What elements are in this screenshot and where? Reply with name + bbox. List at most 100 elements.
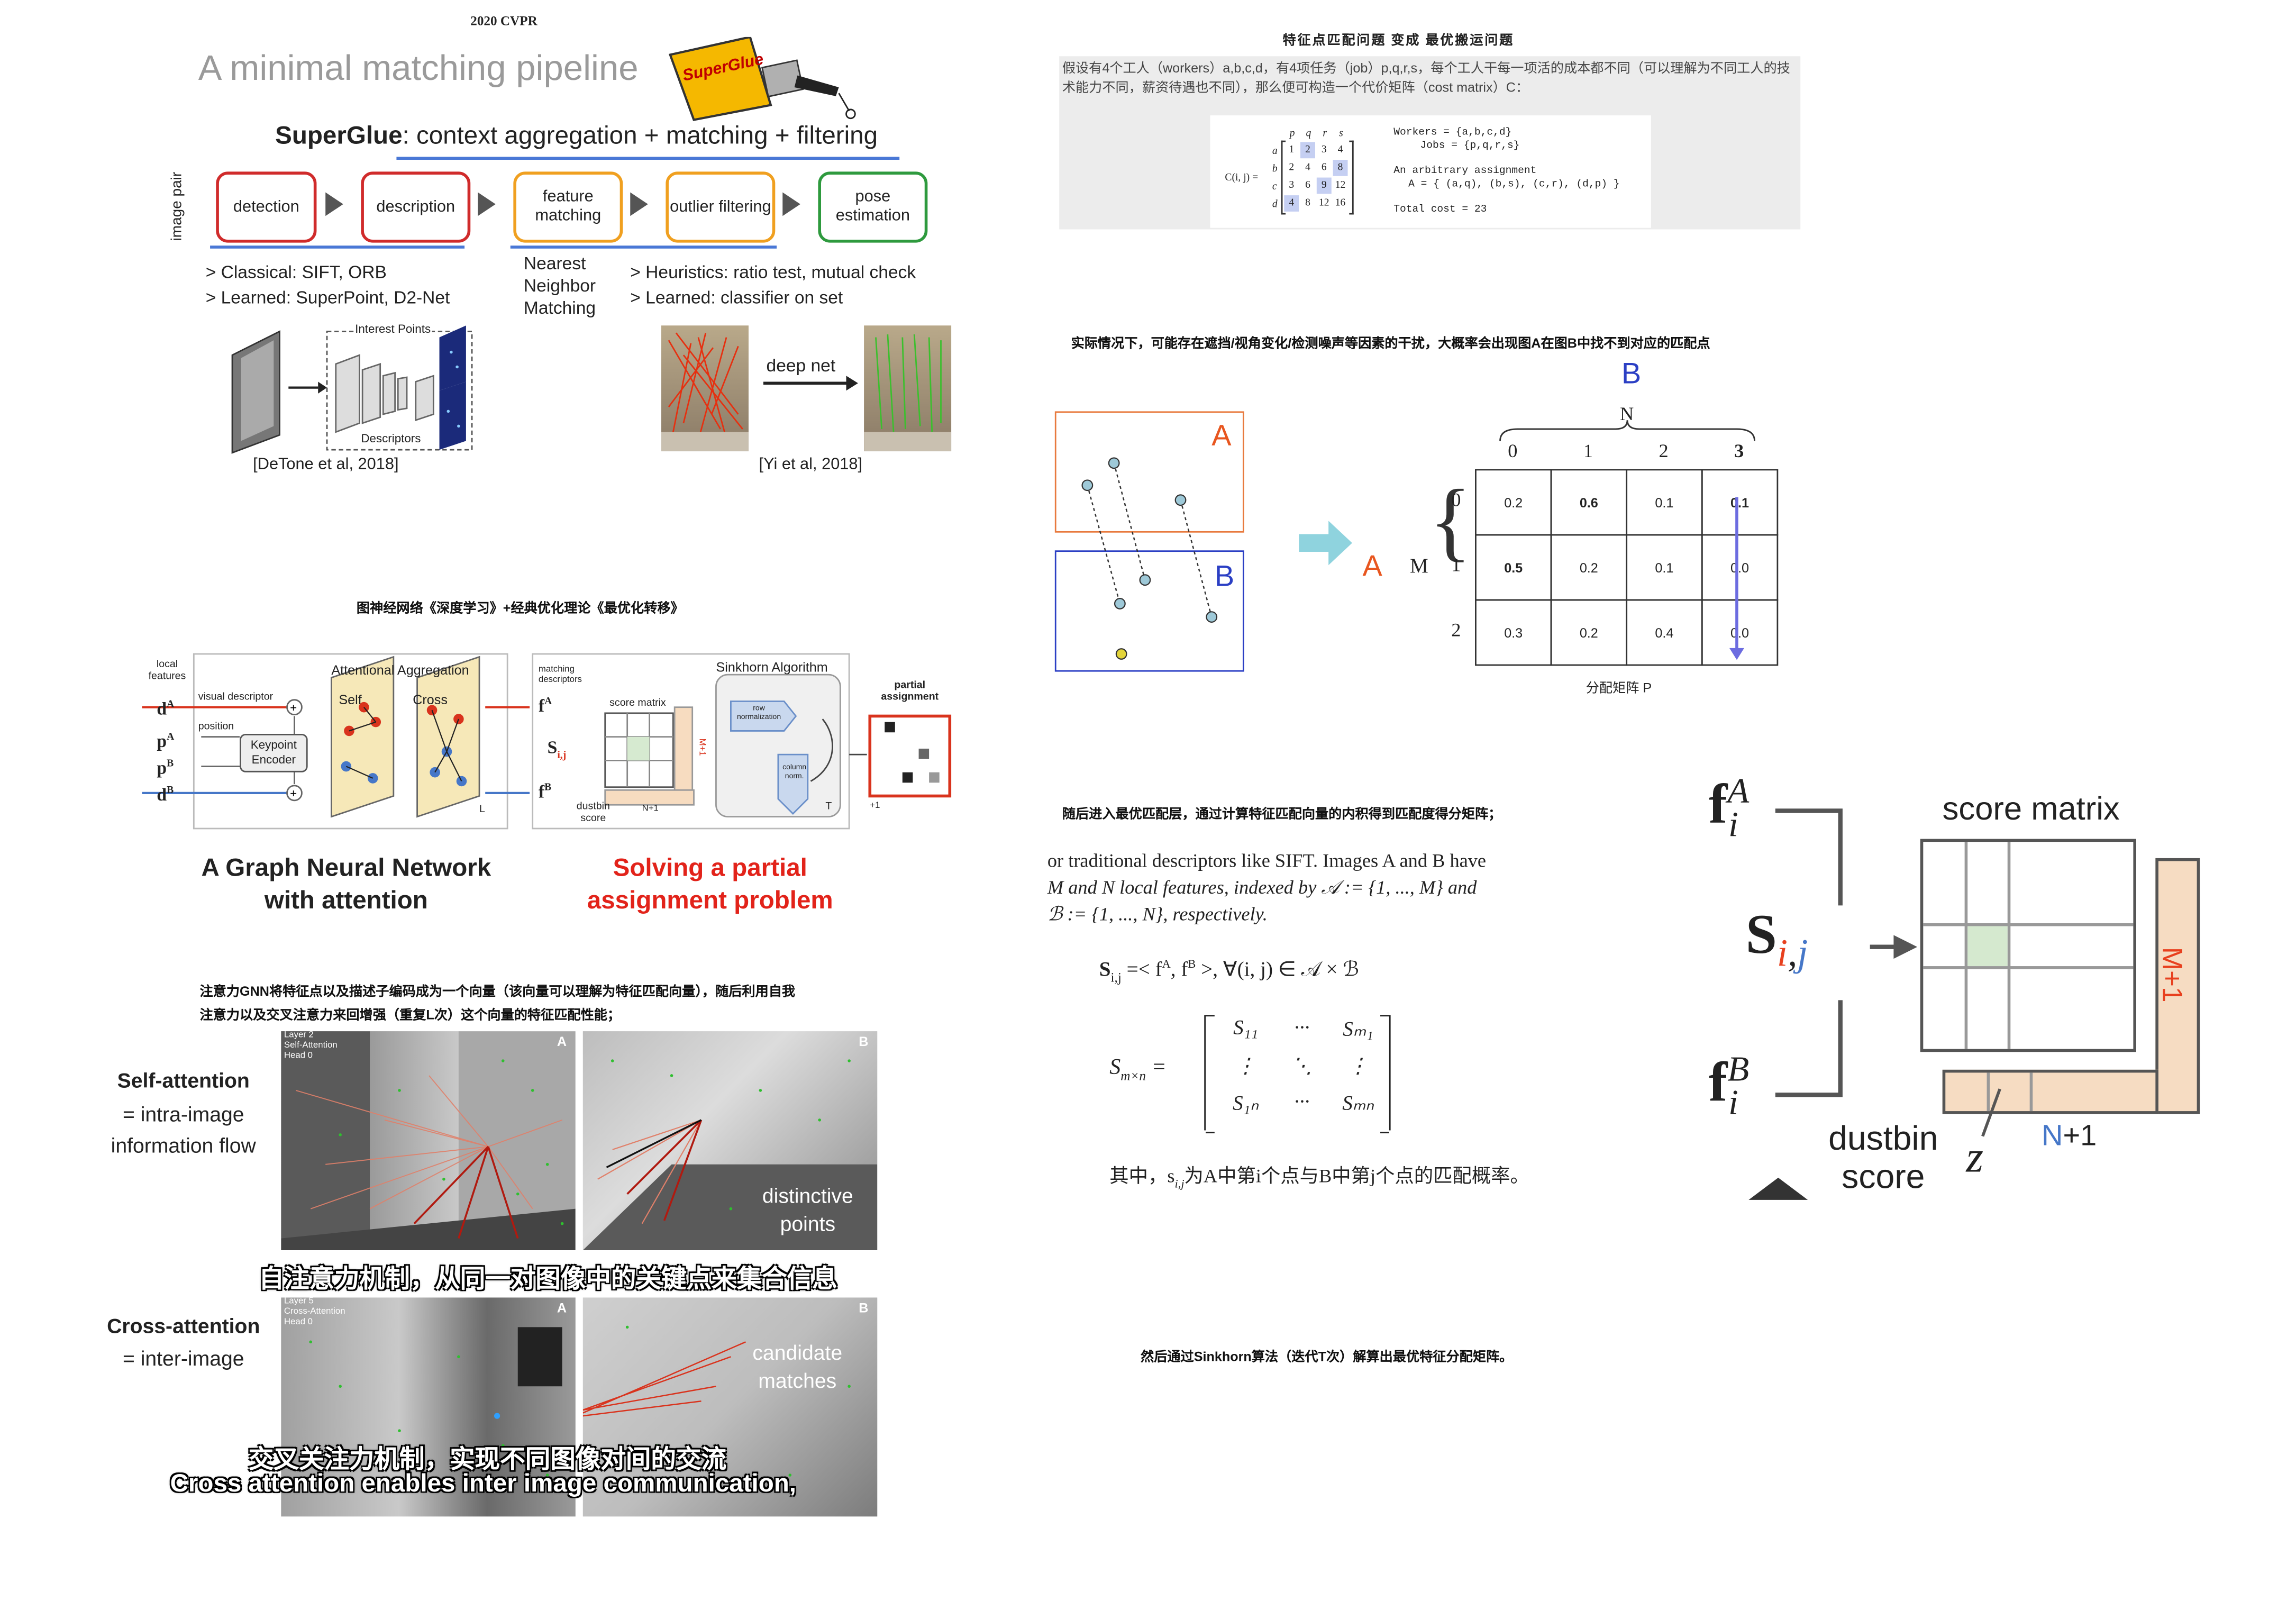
deep-net-label: deep net bbox=[766, 355, 836, 376]
right-arrow-icon bbox=[1299, 521, 1352, 566]
row-normalization-label: row normalization bbox=[736, 704, 781, 722]
score-para-line2: M and N local features, indexed by 𝒜 := … bbox=[1047, 876, 1477, 898]
cost-cell: 2 bbox=[1289, 161, 1295, 174]
dustbin-score-label: dustbin score bbox=[1817, 1118, 1950, 1195]
score-matrix-brackets: S₁₁···Sₘ₁⋮⋱⋮S₁ₙ···Sₘₙ bbox=[1204, 1015, 1391, 1134]
interest-points-label: Interest Points bbox=[353, 322, 432, 336]
big-f-B-letter: f bbox=[1708, 1052, 1728, 1114]
gnn-caption: 图神经网络《深度学习》+经典优化理论《最优化转移》 bbox=[356, 601, 684, 616]
p-i-B: pB bbox=[157, 757, 174, 778]
overlay-text-self: Layer 2 Self-Attention Head 0 bbox=[284, 1031, 338, 1062]
arrow-icon bbox=[478, 192, 496, 216]
smxn-sub: m×n bbox=[1120, 1068, 1146, 1083]
cost-cell: 12 bbox=[1318, 196, 1329, 209]
p-i-A: pA bbox=[157, 731, 175, 752]
d-i-A: dA bbox=[157, 698, 175, 720]
dustbin-row bbox=[1942, 1069, 2158, 1114]
superglue-logo: SuperGlue bbox=[661, 35, 868, 126]
filter-notes: > Heuristics: ratio test, mutual check >… bbox=[630, 260, 916, 311]
m-plus-1-small: M+1 bbox=[696, 738, 706, 756]
image-pair-label-wrap: image pair bbox=[166, 166, 189, 254]
big-f-A: fAi bbox=[1709, 772, 1749, 846]
image-label-B: B bbox=[859, 1034, 869, 1049]
matrix-row-header: 2 bbox=[1451, 618, 1461, 641]
distinctive-points-label: distinctive points bbox=[762, 1184, 853, 1235]
score-figure-connectors bbox=[1775, 799, 1924, 1109]
assignment-cell: 0.2 bbox=[1550, 534, 1628, 601]
image-label-A: A bbox=[557, 1034, 567, 1049]
subtitle-bold: SuperGlue bbox=[275, 121, 403, 150]
cost-col-label: s bbox=[1339, 127, 1343, 139]
box-label-B: B bbox=[1214, 560, 1235, 594]
formula-part2: , f bbox=[1170, 959, 1188, 982]
cost-cell: 9 bbox=[1316, 177, 1332, 194]
score-symbol-cell: S₁₁ bbox=[1233, 1017, 1258, 1040]
overlay-attention-type: Self-Attention bbox=[284, 1041, 338, 1051]
attention-caption: 注意力GNN将特征点以及描述子编码成为一个向量（该向量可以理解为特征匹配向量），… bbox=[200, 979, 796, 1026]
big-f-A-sup: A bbox=[1727, 772, 1750, 812]
big-S-ij: Si,j bbox=[1745, 904, 1808, 975]
cost-bracket-left bbox=[1281, 140, 1286, 215]
matrix-row-header: 1 bbox=[1451, 553, 1461, 576]
stage-outlier-filtering: outlier filtering bbox=[666, 171, 776, 243]
attention-caption-line2: 注意力以及交叉注意力来回增强（重复L次）这个向量的特征匹配性能； bbox=[199, 1007, 621, 1023]
score-explain: 其中，si,j为A中第i个点与B中第j个点的匹配概率。 bbox=[1109, 1160, 1529, 1190]
assign-line2: A = { (a,q), (b,s), (c,r), (d,p) } bbox=[1408, 179, 1620, 191]
blue-underline bbox=[210, 245, 465, 249]
visual-descriptor-label: visual descriptor bbox=[198, 692, 274, 703]
left-brace: { bbox=[1429, 472, 1472, 570]
gnn-diagram: + + local bbox=[142, 648, 970, 838]
cost-cell: 1 bbox=[1289, 143, 1295, 156]
local-features-label: local features bbox=[148, 660, 186, 683]
cost-row-label: b bbox=[1272, 162, 1278, 175]
score-para-line3: ℬ := {1, ..., N}, respectively. bbox=[1047, 902, 1268, 925]
image-pair-label: image pair bbox=[169, 171, 186, 241]
deep-net-arrow bbox=[763, 381, 852, 385]
attentional-aggregation-label: Attentional Aggregation bbox=[331, 662, 469, 678]
score-formula: Si,j =< fA, fB >, ∀(i, j) ∈ 𝒜 × ℬ bbox=[1099, 957, 1359, 985]
stage-feature-matching: feature matching bbox=[513, 171, 623, 243]
d-i-B: dB bbox=[157, 784, 174, 805]
explain-rest: 为A中第i个点与B中第j个点的匹配概率。 bbox=[1184, 1164, 1529, 1187]
superpoint-illustration: Interest Points Descriptors bbox=[229, 322, 480, 459]
cost-row-label: a bbox=[1272, 145, 1278, 157]
big-n-plus-1: N+1 bbox=[2042, 1120, 2097, 1154]
score-symbol-cell: Sₘ₁ bbox=[1343, 1019, 1373, 1042]
assignment-cell: 0.2 bbox=[1550, 599, 1628, 666]
learned-line: > Learned: SuperPoint, D2-Net bbox=[205, 287, 450, 308]
matrix-col-header: 0 bbox=[1508, 439, 1518, 462]
subtitle-cross-en: Cross attention enables inter image comm… bbox=[170, 1469, 797, 1497]
overlay-attention-type: Cross-Attention bbox=[284, 1308, 345, 1317]
heuristics-line: > Heuristics: ratio test, mutual check bbox=[630, 261, 916, 283]
dustbin-column bbox=[2155, 858, 2200, 1114]
blue-underline bbox=[510, 245, 777, 249]
explain-sub: i,j bbox=[1174, 1177, 1185, 1190]
cost-bracket-right bbox=[1349, 140, 1354, 215]
building-photo-red bbox=[661, 325, 749, 451]
stage-detection: detection bbox=[216, 171, 317, 243]
cost-title: 特征点匹配问题 变成 最优搬运问题 bbox=[1282, 32, 1515, 48]
total-cost: Total cost = 23 bbox=[1393, 204, 1487, 216]
self-attention-title: Self-attention bbox=[117, 1068, 250, 1092]
cost-cell: 2 bbox=[1300, 142, 1315, 159]
stage-pose-estimation: pose estimation bbox=[818, 171, 928, 243]
cost-cell: 4 bbox=[1337, 143, 1343, 156]
image-A-box bbox=[1054, 411, 1244, 533]
big-S: S bbox=[1745, 904, 1777, 967]
cost-sets: Workers = {a,b,c,d} Jobs = {p,q,r,s} An … bbox=[1393, 127, 1619, 217]
image-B-box bbox=[1054, 550, 1244, 672]
cost-cell: 6 bbox=[1305, 179, 1310, 191]
formula-sup-B: B bbox=[1188, 957, 1196, 971]
big-f-B-sub: i bbox=[1728, 1084, 1738, 1123]
assignment-cell: 0.0 bbox=[1701, 534, 1779, 601]
S-ij: Si,j bbox=[547, 736, 567, 761]
score-symbol-cell: ⋱ bbox=[1291, 1056, 1313, 1079]
svg-text:+: + bbox=[290, 787, 297, 800]
cross-attention-desc: = inter-image bbox=[122, 1346, 244, 1370]
assignment-cell: 0.1 bbox=[1626, 469, 1703, 536]
score-matrix-title: score matrix bbox=[1942, 790, 2120, 827]
big-N: N bbox=[2042, 1120, 2063, 1153]
score-matrix-label-small: score matrix bbox=[609, 698, 666, 709]
